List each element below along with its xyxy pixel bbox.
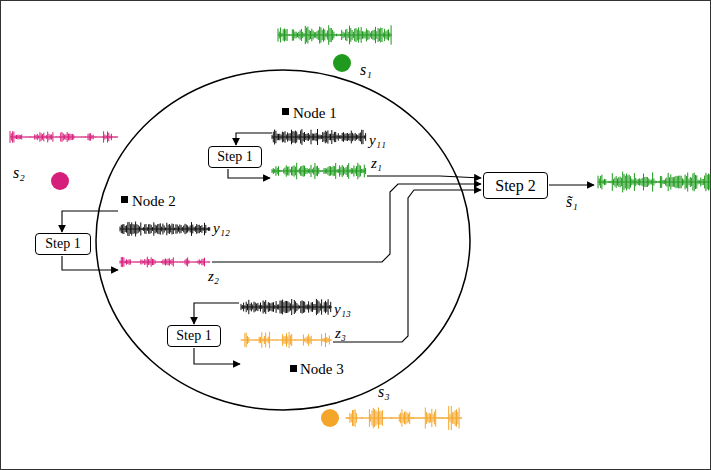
network-circle — [96, 70, 470, 410]
node-name: Node 2 — [132, 194, 176, 209]
signal-wire — [62, 256, 118, 270]
signal-name: y₁₃ — [334, 302, 351, 317]
step-label: Step 2 — [495, 178, 535, 194]
signal-wire — [367, 176, 481, 178]
step-label: Step 1 — [45, 237, 80, 251]
waveform — [10, 131, 118, 143]
signal-wire — [212, 184, 481, 262]
step-label: Step 1 — [176, 329, 211, 343]
source-dot — [51, 172, 69, 190]
signal-name: s̃₁ — [566, 194, 578, 210]
signal-wire — [194, 348, 240, 364]
signal-name: z₃ — [335, 326, 346, 341]
signal-wire — [62, 211, 118, 232]
wire-group — [62, 133, 594, 364]
waveform — [120, 222, 210, 237]
signal-wire — [228, 169, 270, 178]
source-name: s₃ — [378, 384, 390, 400]
waveform-group — [10, 25, 710, 430]
waveform — [241, 332, 332, 348]
process-box: Step 1 — [35, 233, 91, 255]
waveform — [272, 129, 366, 145]
signal-wire — [333, 190, 481, 342]
waveform — [346, 406, 462, 430]
signal-name: y₁₁ — [369, 133, 386, 148]
waveform — [272, 163, 366, 180]
source-dot — [333, 54, 351, 72]
signal-name: z₂ — [208, 269, 219, 284]
node-name: Node 3 — [300, 362, 344, 377]
process-box: Step 2 — [483, 172, 548, 199]
signal-name: z₁ — [371, 156, 382, 171]
process-box: Step 1 — [167, 325, 221, 347]
signal-wire — [194, 303, 239, 324]
signal-wire — [236, 133, 272, 145]
source-dot — [321, 409, 339, 427]
signal-name: y₁₂ — [213, 221, 230, 236]
signal-wire — [549, 184, 594, 185]
waveform — [598, 172, 710, 193]
source-name: s₂ — [13, 165, 25, 181]
node-marker — [282, 108, 289, 115]
source-name: s₁ — [360, 62, 372, 78]
node-marker — [121, 196, 128, 203]
waveform — [278, 25, 392, 45]
waveform — [120, 257, 210, 268]
step-label: Step 1 — [217, 150, 252, 164]
waveform — [241, 299, 332, 315]
node-name: Node 1 — [293, 106, 337, 121]
process-box: Step 1 — [208, 146, 262, 168]
node-marker — [290, 365, 297, 372]
